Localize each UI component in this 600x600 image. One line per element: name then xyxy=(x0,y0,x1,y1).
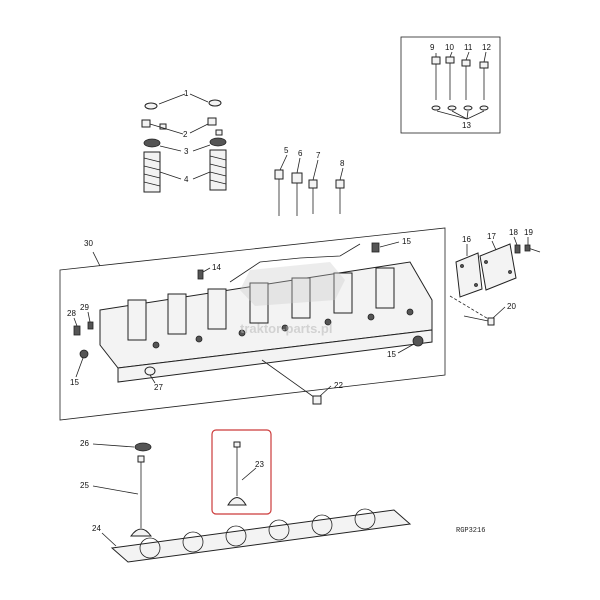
plug-15-top[interactable] xyxy=(371,242,380,253)
valve-25[interactable] xyxy=(130,455,152,537)
callout-9: 9 xyxy=(430,43,435,52)
plug-29[interactable] xyxy=(87,321,94,330)
callout-7: 7 xyxy=(316,151,321,160)
rocker-bolt-group: 5 6 7 8 xyxy=(274,146,345,216)
callout-24: 24 xyxy=(92,524,101,533)
callout-23: 23 xyxy=(255,460,264,469)
plug-27[interactable] xyxy=(144,366,156,376)
callout-19: 19 xyxy=(524,228,533,237)
callout-30: 30 xyxy=(84,239,93,248)
bolt-7[interactable] xyxy=(308,179,318,214)
callout-27: 27 xyxy=(154,383,163,392)
bolt-6[interactable] xyxy=(291,172,303,216)
watermark-text: traktor-parts.pl xyxy=(240,321,332,336)
callout-4: 4 xyxy=(184,175,189,184)
valve-seal-26[interactable] xyxy=(134,442,152,452)
cylinder-head-assembly: 30 14 15 15 15 28 29 xyxy=(59,227,446,421)
callout-6: 6 xyxy=(298,149,303,158)
callout-16: 16 xyxy=(462,235,471,244)
valve-springs-4[interactable] xyxy=(143,149,227,193)
valve-23[interactable] xyxy=(227,441,247,506)
cylinder-head-30[interactable] xyxy=(99,243,433,383)
callout-22: 22 xyxy=(334,381,343,390)
valve-gasket-group: 26 25 23 24 xyxy=(80,429,412,563)
head-gasket-24[interactable] xyxy=(110,508,412,563)
callout-10: 10 xyxy=(445,43,454,52)
head-boundary-frame xyxy=(59,227,446,421)
inset-bolt-group: 9 10 11 12 13 xyxy=(400,36,501,134)
callout-28: 28 xyxy=(67,309,76,318)
callout-3: 3 xyxy=(184,147,189,156)
callout-15-right: 15 xyxy=(387,350,396,359)
callout-13: 13 xyxy=(462,121,471,130)
plug-28[interactable] xyxy=(73,325,81,336)
watermark-logo: traktor-parts.pl xyxy=(240,262,345,336)
bolt-20[interactable] xyxy=(449,295,495,326)
valve-spring-group: 1 2 3 4 xyxy=(141,89,227,193)
callout-29: 29 xyxy=(80,303,89,312)
cover-plate-17[interactable] xyxy=(479,243,517,291)
callout-14: 14 xyxy=(212,263,221,272)
callout-11: 11 xyxy=(464,43,473,52)
bolt-8[interactable] xyxy=(335,179,345,214)
bolt-5[interactable] xyxy=(274,169,284,216)
callout-5: 5 xyxy=(284,146,289,155)
bolt-10[interactable] xyxy=(445,56,455,100)
bolt-22[interactable] xyxy=(261,359,322,405)
callout-8: 8 xyxy=(340,159,345,168)
plug-14[interactable] xyxy=(197,269,204,280)
callout-20: 20 xyxy=(507,302,516,311)
callout-26: 26 xyxy=(80,439,89,448)
callout-15-top: 15 xyxy=(402,237,411,246)
valve-keepers-2[interactable] xyxy=(141,117,223,136)
callout-15-left: 15 xyxy=(70,378,79,387)
cover-plate-group: 16 17 18 19 20 xyxy=(449,228,541,326)
bolt-18[interactable] xyxy=(514,244,521,254)
plug-15-right[interactable] xyxy=(412,335,424,347)
callout-2: 2 xyxy=(183,130,188,139)
valve-caps-1[interactable] xyxy=(144,99,222,110)
bolt-12[interactable] xyxy=(479,61,489,100)
callout-1: 1 xyxy=(184,89,189,98)
highlight-box xyxy=(211,429,272,515)
bolt-9[interactable] xyxy=(431,56,441,100)
reference-code: RGP3216 xyxy=(456,527,485,535)
bolt-11[interactable] xyxy=(461,59,471,100)
gasket-16[interactable] xyxy=(455,252,483,298)
callout-18: 18 xyxy=(509,228,518,237)
callout-25: 25 xyxy=(80,481,89,490)
spring-retainers-3[interactable] xyxy=(143,137,227,148)
callout-17: 17 xyxy=(487,232,496,241)
washers-13[interactable] xyxy=(431,105,489,120)
callout-12: 12 xyxy=(482,43,491,52)
plug-15-left[interactable] xyxy=(79,349,89,359)
bolt-19[interactable] xyxy=(524,244,541,253)
